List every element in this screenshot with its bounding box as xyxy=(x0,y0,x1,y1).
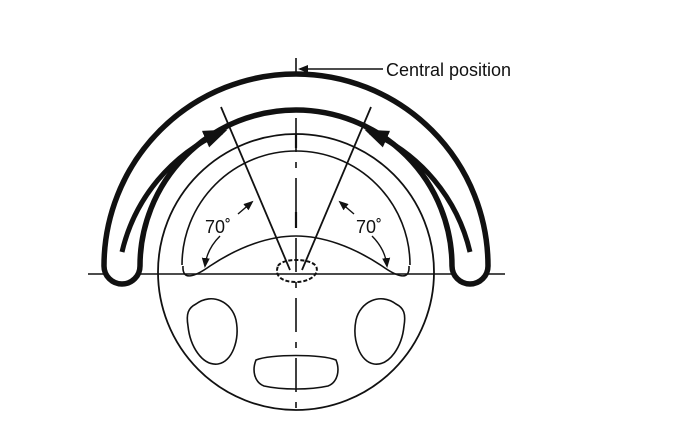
central-position-label: Central position xyxy=(386,60,511,80)
inner-ring-arc xyxy=(181,150,411,266)
left-rotation-arrow xyxy=(119,129,228,253)
lower-right-opening xyxy=(354,298,406,365)
travel-band-outer xyxy=(101,71,491,287)
right-rotation-arrow xyxy=(364,129,473,253)
right-angle-spoke xyxy=(301,106,372,271)
upper-left-opening xyxy=(182,235,410,277)
right-angle-label: 70˚ xyxy=(356,217,382,237)
left-angle-spoke xyxy=(220,106,291,271)
right-angle-arrow-top xyxy=(338,200,355,215)
left-angle-arrow-top xyxy=(237,200,254,215)
left-angle-label: 70˚ xyxy=(205,217,231,237)
left-angle-arrow-bottom xyxy=(201,235,221,268)
lower-left-opening xyxy=(186,298,238,365)
horn-hub xyxy=(276,259,318,284)
right-angle-arrow-bottom xyxy=(371,235,391,268)
bottom-opening xyxy=(253,354,339,390)
